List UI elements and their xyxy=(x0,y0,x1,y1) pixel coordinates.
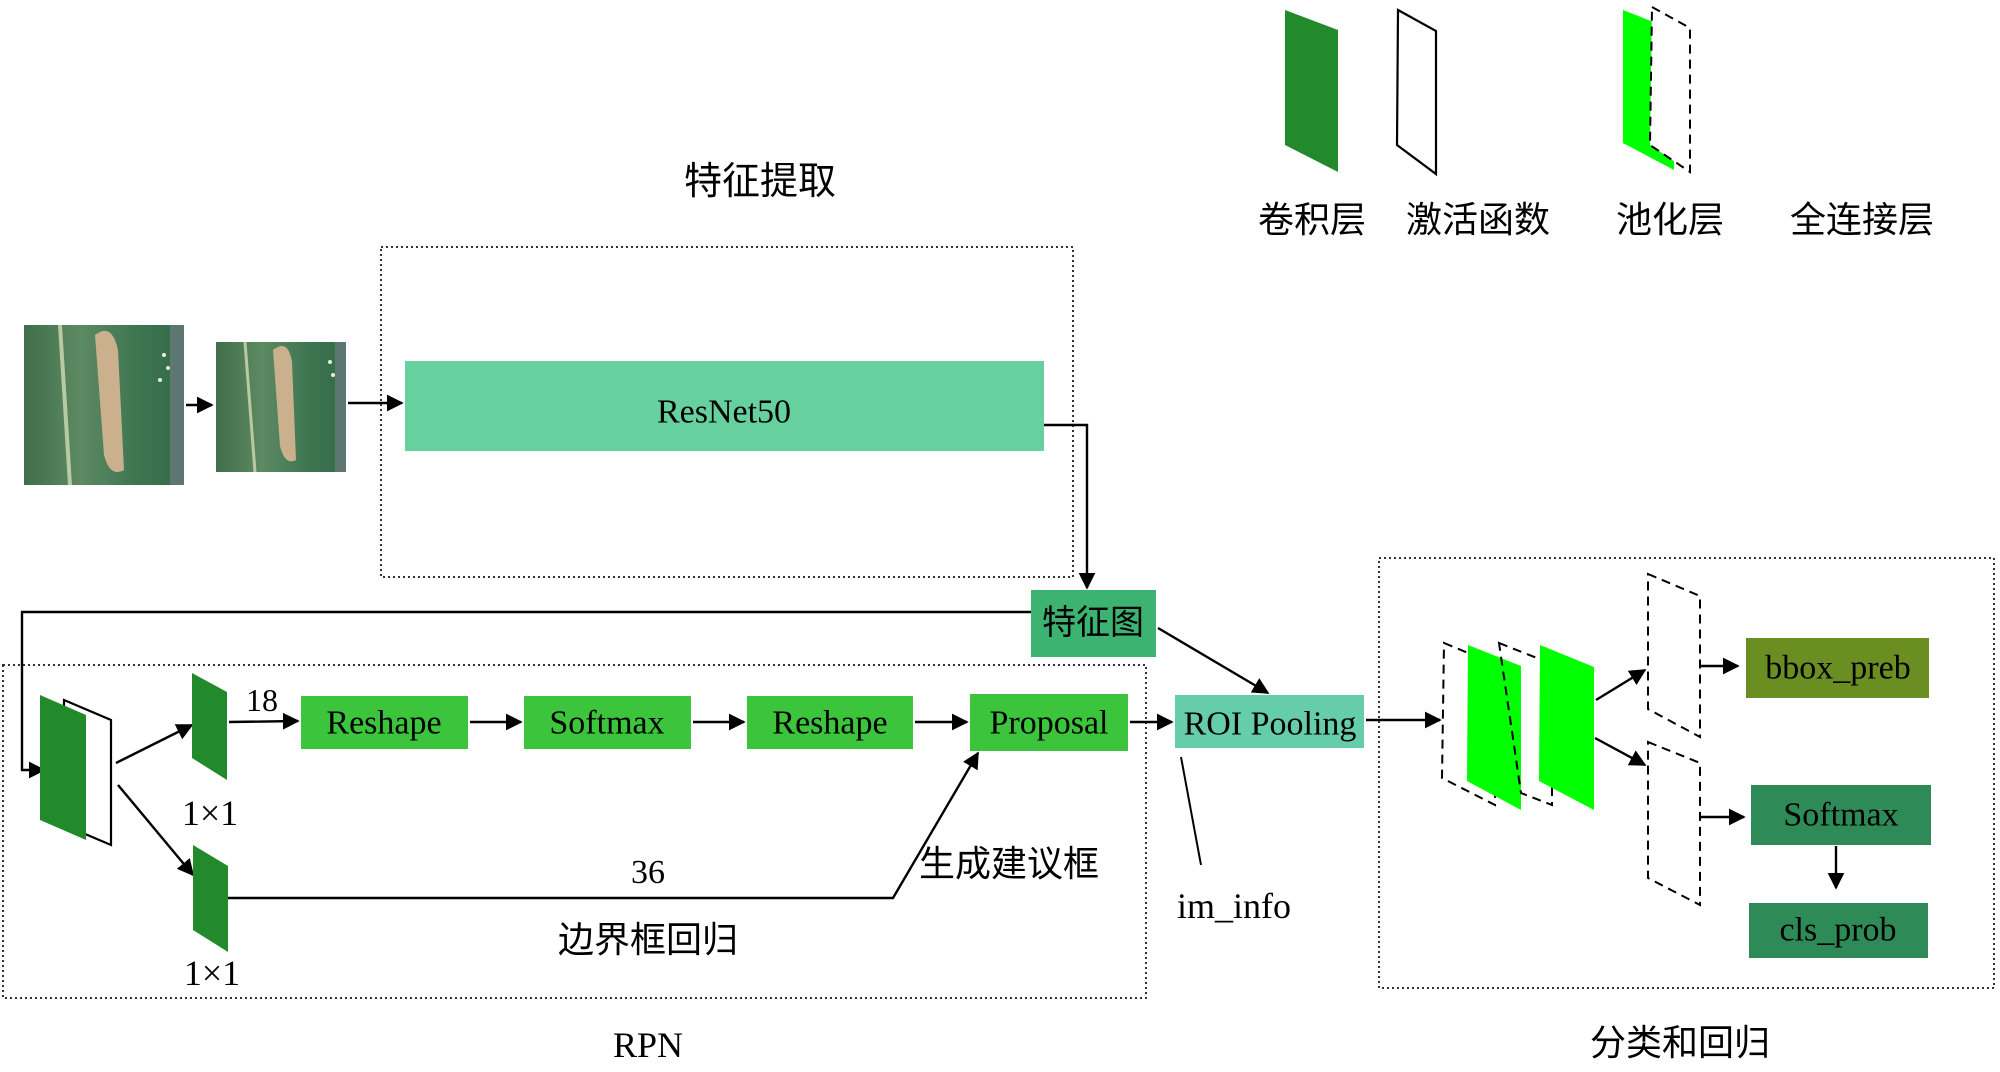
arrow-resnet-to-featuremap xyxy=(1044,423,1096,590)
conv-layer-icon xyxy=(1285,10,1338,172)
head-pool-icon-2 xyxy=(1539,645,1594,810)
im-info-connector xyxy=(1180,756,1202,866)
rpn-proposal-label: 生成建议框 xyxy=(919,844,1099,885)
feature-map-label: 特征图 xyxy=(1042,603,1144,643)
rpn-reshape-2-label: Reshape xyxy=(772,705,887,742)
head-pool-icon-1 xyxy=(1467,645,1521,810)
head-softmax-box xyxy=(1751,785,1931,845)
legend-label-fc: 全连接层 xyxy=(1790,200,1934,241)
cls-prob-label: cls_prob xyxy=(1779,912,1896,949)
feature-extraction-section: 特征提取 ResNet50 xyxy=(24,159,1096,590)
arrow-cls-to-reshape xyxy=(228,712,300,730)
rpn-proposal-box-label: Proposal xyxy=(990,705,1109,742)
head-title: 分类和回归 xyxy=(1590,1023,1770,1064)
legend: 卷积层 激活函数 池化层 全连接层 xyxy=(1258,5,1934,241)
legend-label-pool: 池化层 xyxy=(1616,200,1724,241)
rpn-kernel-top: 1×1 xyxy=(182,793,238,833)
leaf-image-original xyxy=(24,324,184,486)
legend-label-conv: 卷积层 xyxy=(1258,200,1366,241)
arrow-conv-to-cls xyxy=(115,723,194,765)
head-fc-icon-2 xyxy=(1497,641,1553,807)
rpn-kernel-bottom: 1×1 xyxy=(184,953,240,993)
bbox-pred-label: bbox_preb xyxy=(1765,650,1910,687)
arrow-conv-to-reg xyxy=(117,784,195,877)
rpn-proposal-box xyxy=(970,694,1128,751)
legend-item-conv: 卷积层 xyxy=(1258,10,1366,241)
bbox-pred-box xyxy=(1746,638,1929,698)
head-fc-top-icon xyxy=(1647,572,1701,739)
arrow-pool-to-fc-bottom xyxy=(1594,736,1647,767)
im-info-label: im_info xyxy=(1177,886,1291,926)
rpn-softmax-label: Softmax xyxy=(549,705,664,742)
rpn-reg-label: 边界框回归 xyxy=(558,920,738,961)
rpn-conv-icon xyxy=(40,695,86,840)
roi-pooling-label: ROI Pooling xyxy=(1184,706,1357,743)
resnet50-label: ResNet50 xyxy=(657,394,791,431)
arrow-featuremap-to-rpn xyxy=(20,610,1031,779)
rpn-cls-conv-icon xyxy=(192,673,227,780)
head-softmax-label: Softmax xyxy=(1783,797,1898,834)
rpn-section: RPN 1×1 18 1×1 36 边界框回归 生成建议框 Reshape So… xyxy=(2,664,1174,1065)
rpn-reg-conv-icon xyxy=(193,845,228,952)
rpn-channels-reg: 36 xyxy=(631,854,665,891)
rpn-channels-cls: 18 xyxy=(246,682,278,718)
arrow-featuremap-to-roi xyxy=(1157,626,1270,695)
activation-icon xyxy=(1395,8,1438,177)
head-frame xyxy=(1378,557,1995,989)
rpn-reshape-1-label: Reshape xyxy=(326,705,441,742)
cls-prob-box xyxy=(1749,903,1928,958)
rpn-title: RPN xyxy=(613,1025,683,1065)
legend-item-activation: 激活函数 xyxy=(1395,8,1550,241)
feature-map-box xyxy=(1031,590,1156,657)
rpn-reshape-1-box xyxy=(301,696,468,749)
feature-extraction-title: 特征提取 xyxy=(684,159,836,203)
rpn-softmax-box xyxy=(524,696,691,749)
roi-pooling-box xyxy=(1175,695,1364,748)
head-fc-bottom-icon xyxy=(1647,740,1701,907)
legend-item-fc: 全连接层 xyxy=(1648,5,1934,241)
legend-label-activation: 激活函数 xyxy=(1406,200,1550,241)
rpn-frame xyxy=(2,664,1147,999)
head-section: 分类和回归 bbox_preb Softmax cls_prob xyxy=(1378,557,1995,1064)
fully-connected-icon xyxy=(1648,5,1691,174)
resnet50-block xyxy=(405,361,1044,451)
arrow-pool-to-fc-top xyxy=(1595,668,1647,702)
arrow-reg-to-proposal xyxy=(228,751,980,900)
feature-extraction-frame xyxy=(380,246,1074,578)
rpn-reshape-2-box xyxy=(747,696,913,749)
leaf-image-resized xyxy=(216,341,346,473)
